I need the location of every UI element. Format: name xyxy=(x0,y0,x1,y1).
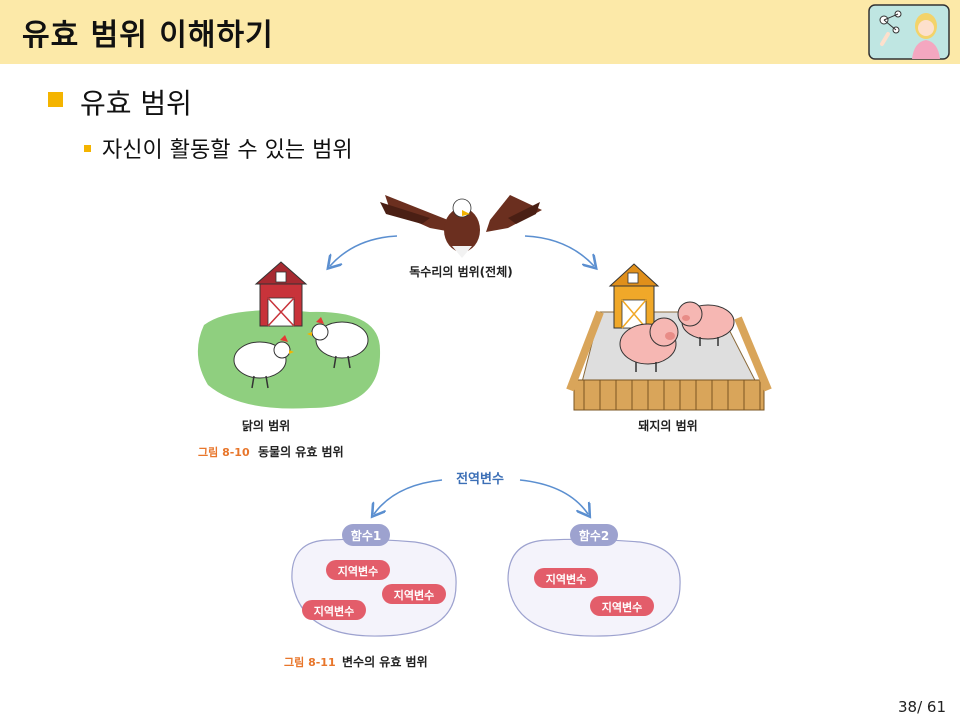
function2-label: 함수2 xyxy=(579,528,609,543)
barn-icon xyxy=(608,263,660,329)
global-variable-label: 전역변수 xyxy=(456,471,504,487)
local-variable-label: 지역변수 xyxy=(546,572,586,586)
bullet-text-level2: 자신이 활동할 수 있는 범위 xyxy=(102,138,353,163)
slide-title: 유효 범위 이해하기 xyxy=(22,18,274,53)
fence xyxy=(566,310,772,411)
eagle-scope-label: 독수리의 범위(전체) xyxy=(409,264,512,279)
local-variable-pill xyxy=(302,600,366,620)
caption-number: 그림 8-10 xyxy=(198,446,250,459)
chicken-scope-label: 닭의 범위 xyxy=(242,418,290,433)
caption-number: 그림 8-11 xyxy=(284,656,336,669)
slide-header: 유효 범위 이해하기 xyxy=(0,0,960,64)
function1-label: 함수1 xyxy=(351,528,381,543)
local-variable-pill xyxy=(382,584,446,604)
eagle-icon xyxy=(380,195,542,258)
local-variable-label: 지역변수 xyxy=(394,588,434,602)
local-variable-label: 지역변수 xyxy=(338,564,378,578)
local-variable-label: 지역변수 xyxy=(314,604,354,618)
bullet-text-level1: 유효 범위 xyxy=(80,87,192,120)
pig-icon xyxy=(619,317,679,372)
local-variable-pill xyxy=(590,596,654,616)
function2-badge xyxy=(570,524,618,546)
function1-badge xyxy=(342,524,390,546)
presenter-avatar-icon xyxy=(868,4,950,60)
chicken-icon xyxy=(233,335,294,389)
chicken-icon xyxy=(307,317,369,369)
scope-figures: 독수리의 범위(전체) 닭의 범위 그림 8-10 동물의 유효 범위 xyxy=(197,195,772,669)
barn-icon xyxy=(254,261,308,327)
caption-text: 동물의 유효 범위 xyxy=(258,444,344,459)
bullet-level1 xyxy=(48,92,63,107)
bullet-level2 xyxy=(84,145,91,152)
local-variable-pill xyxy=(534,568,598,588)
local-variable-label: 지역변수 xyxy=(602,600,642,614)
caption-text: 변수의 유효 범위 xyxy=(342,654,428,669)
pig-icon xyxy=(677,301,735,346)
pig-scope-label: 돼지의 범위 xyxy=(638,418,697,433)
page-number: 38/ 61 xyxy=(898,698,946,716)
local-variable-pill xyxy=(326,560,390,580)
function2-scope xyxy=(507,538,681,637)
